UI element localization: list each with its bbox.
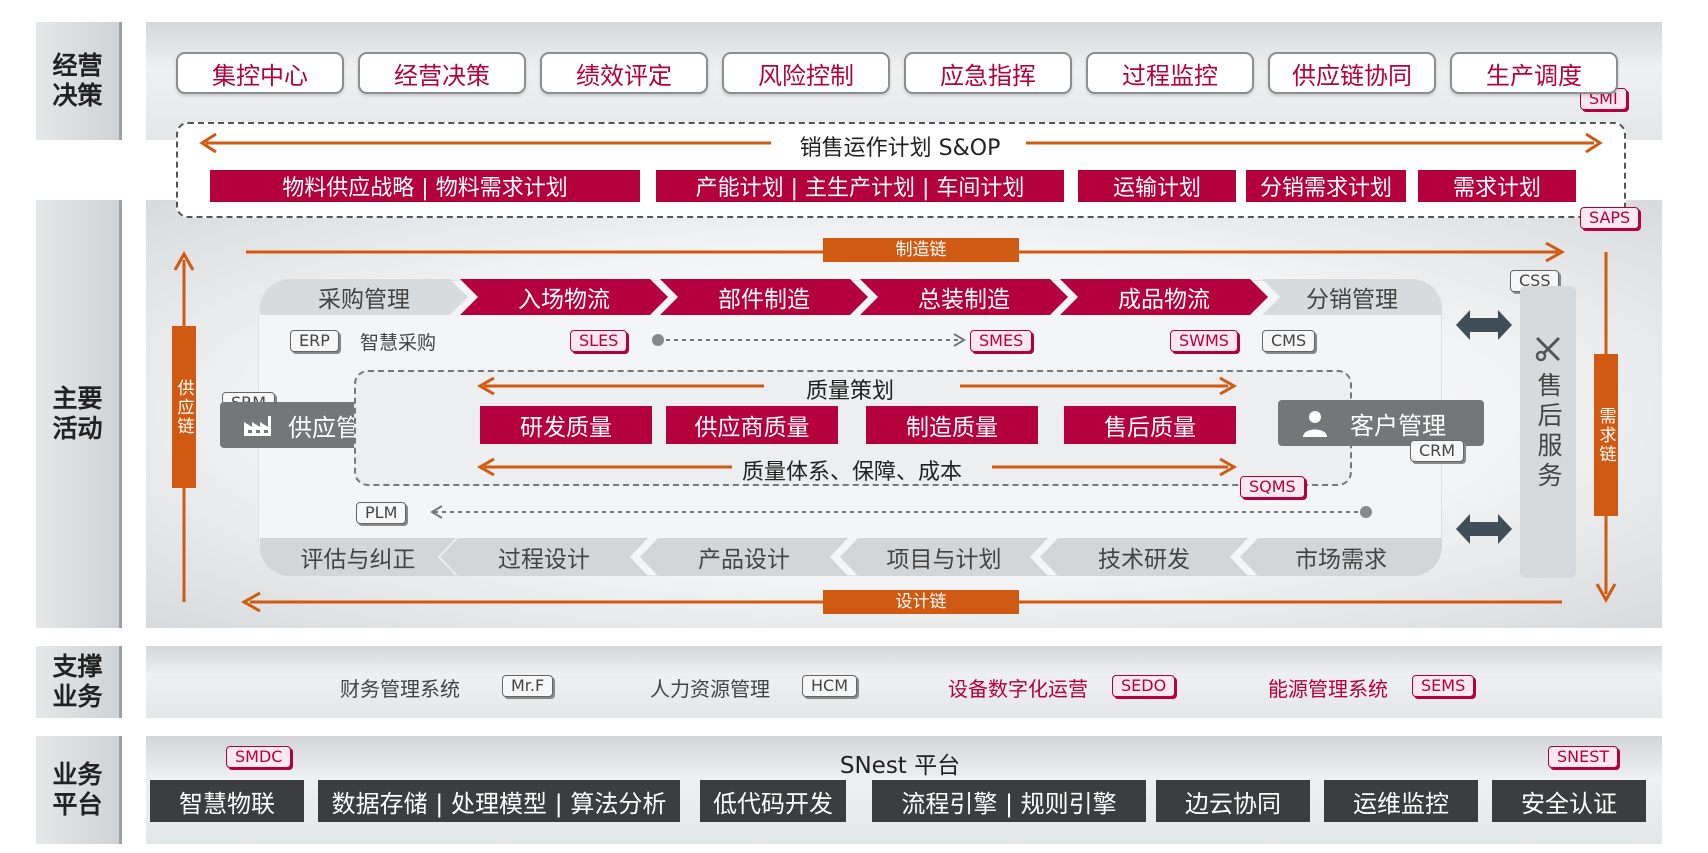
platform-item: 流程引擎 | 规则引擎 xyxy=(872,780,1146,822)
row-label-main: 主要 活动 xyxy=(36,200,122,628)
tag-swms: SWMS xyxy=(1170,330,1238,352)
tag-snest: SNEST xyxy=(1548,746,1619,768)
top-flow-step: 总装制造 xyxy=(860,279,1068,315)
bottom-flow-step: 市场需求 xyxy=(1240,538,1442,576)
tag-erp: ERP xyxy=(290,330,339,352)
sop-block: 运输计划 xyxy=(1078,170,1236,202)
decision-item-button[interactable]: 风险控制 xyxy=(722,52,890,94)
demand-chain-label: 需求链 xyxy=(1594,354,1618,516)
platform-title: SNest 平台 xyxy=(839,753,961,779)
tag-saps: SAPS xyxy=(1580,207,1640,229)
manufacturing-chain-label: 制造链 xyxy=(823,238,1019,262)
decision-item-button[interactable]: 供应链协同 xyxy=(1268,52,1436,94)
tag-sqms: SQMS xyxy=(1240,476,1305,498)
top-flow-step: 成品物流 xyxy=(1060,279,1268,315)
platform-item: 数据存储 | 处理模型 | 算法分析 xyxy=(318,780,680,822)
tag-smdc: SMDC xyxy=(226,746,292,768)
quality-system-label: 质量体系、保障、成本 xyxy=(741,460,962,485)
quality-item: 售后质量 xyxy=(1064,406,1236,444)
decision-item-button[interactable]: 过程监控 xyxy=(1086,52,1254,94)
support-equipment-label: 设备数字化运营 xyxy=(948,677,1088,701)
smart-purchase-label: 智慧采购 xyxy=(360,332,437,354)
platform-item: 运维监控 xyxy=(1324,780,1478,822)
wrench-icon xyxy=(1535,336,1561,362)
platform-item: 智慧物联 xyxy=(150,780,304,822)
tag-cms: CMS xyxy=(1262,330,1316,352)
decision-item-button[interactable]: 经营决策 xyxy=(358,52,526,94)
bottom-flow-step: 产品设计 xyxy=(640,538,848,576)
tag-hcm: HCM xyxy=(802,675,858,697)
sop-block: 需求计划 xyxy=(1418,170,1576,202)
sop-block: 物料供应战略 | 物料需求计划 xyxy=(210,170,640,202)
platform-item: 安全认证 xyxy=(1492,780,1646,822)
support-hr-label: 人力资源管理 xyxy=(650,677,770,701)
customer-management-box: 客户管理 xyxy=(1278,400,1484,446)
sop-block: 分销需求计划 xyxy=(1246,170,1406,202)
tag-plm: PLM xyxy=(356,502,407,524)
tag-smes: SMES xyxy=(970,330,1033,352)
row-label-platform: 业务 平台 xyxy=(36,736,122,844)
top-flow-step: 采购管理 xyxy=(260,279,468,315)
top-flow-step: 部件制造 xyxy=(660,279,868,315)
quality-item: 研发质量 xyxy=(480,406,652,444)
design-chain-label: 设计链 xyxy=(823,590,1019,614)
decision-item-button[interactable]: 集控中心 xyxy=(176,52,344,94)
support-energy-label: 能源管理系统 xyxy=(1268,677,1388,701)
tag-sems: SEMS xyxy=(1412,675,1475,697)
quality-planning-arrows xyxy=(476,376,1238,396)
quality-planning-label: 质量策划 xyxy=(805,379,894,404)
bottom-flow-step: 评估与纠正 xyxy=(260,538,456,576)
bottom-flow-step: 过程设计 xyxy=(440,538,648,576)
sop-title: 销售运作计划 S&OP xyxy=(799,136,1001,161)
row-label-support: 支撑 业务 xyxy=(36,646,122,718)
decision-item-button[interactable]: 生产调度 xyxy=(1450,52,1618,94)
sles-smes-link xyxy=(652,333,966,347)
platform-item: 边云协同 xyxy=(1156,780,1310,822)
decision-item-button[interactable]: 绩效评定 xyxy=(540,52,708,94)
support-band xyxy=(146,646,1662,718)
top-flow-step: 分销管理 xyxy=(1262,279,1442,315)
after-sales-column: 售后服务 xyxy=(1520,286,1576,578)
plm-link xyxy=(430,505,1372,519)
factory-icon xyxy=(244,416,271,436)
tag-mrf: Mr.F xyxy=(502,675,554,697)
exchange-arrow-top xyxy=(1456,310,1512,340)
row-label-decision: 经营 决策 xyxy=(36,22,122,140)
decision-item-button[interactable]: 应急指挥 xyxy=(904,52,1072,94)
sop-arrows xyxy=(199,132,1603,154)
person-icon xyxy=(1303,411,1327,437)
top-flow-step: 入场物流 xyxy=(460,279,668,315)
quality-item: 制造质量 xyxy=(866,406,1038,444)
bottom-flow-step: 项目与计划 xyxy=(840,538,1048,576)
sop-block: 产能计划 | 主生产计划 | 车间计划 xyxy=(656,170,1064,202)
exchange-arrow-bottom xyxy=(1456,514,1512,544)
supply-chain-label: 供应链 xyxy=(172,326,196,488)
tag-crm: CRM xyxy=(1410,440,1465,462)
bottom-flow-step: 技术研发 xyxy=(1040,538,1248,576)
quality-system-arrows xyxy=(476,457,1238,477)
quality-item: 供应商质量 xyxy=(666,406,838,444)
tag-sles: SLES xyxy=(570,330,628,352)
tag-sedo: SEDO xyxy=(1112,675,1176,697)
platform-item: 低代码开发 xyxy=(700,780,846,822)
support-finance-label: 财务管理系统 xyxy=(340,677,460,701)
